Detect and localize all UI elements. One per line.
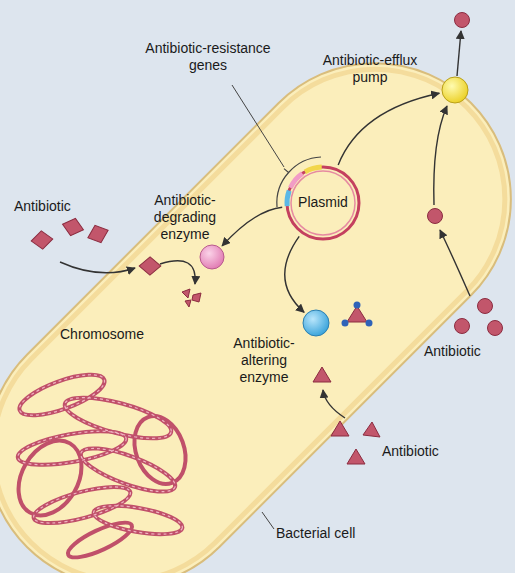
degrading-enzyme-label: Antibiotic-degrading enzyme	[145, 192, 225, 243]
altering-enzyme: Antibiotic-altering enzyme	[302, 309, 330, 337]
plasmid-ring: Plasmid	[283, 163, 363, 243]
antibiotic-circle	[488, 321, 503, 336]
efflux-pump: Antibiotic-efflux pump	[441, 76, 469, 104]
plasmid-ring-label: Plasmid	[283, 194, 363, 211]
resistance-gene	[305, 167, 322, 172]
chromosome-label: Chromosome	[60, 326, 160, 343]
altering-enzyme-body	[303, 310, 329, 336]
efflux-pump-label: Antibiotic-efflux pump	[322, 52, 418, 86]
antibiotic-diamond	[31, 231, 53, 249]
antibiotic-circle	[455, 13, 470, 28]
leader-line	[262, 512, 274, 529]
bacterial-cell-label: Bacterial cell	[276, 525, 386, 542]
resistance-gene	[290, 174, 302, 188]
degrading-enzyme: Antibiotic-degrading enzyme	[199, 244, 225, 270]
degrading-enzyme-outline	[199, 244, 225, 270]
resistance-gene	[287, 191, 289, 206]
antibiotic-circle	[455, 319, 470, 334]
degrading-enzyme-body	[200, 245, 224, 269]
antibiotic-label: Antibiotic	[14, 198, 94, 215]
altering-enzyme-label: Antibiotic-altering enzyme	[224, 335, 304, 386]
efflux-pump-body	[442, 77, 468, 103]
cell-membrane	[0, 7, 515, 573]
antibiotic-triangle	[347, 449, 365, 464]
antibiotic-label: Antibiotic	[382, 443, 462, 460]
antibiotic-diamond	[88, 225, 108, 242]
antibiotic-circle	[478, 299, 493, 314]
antibiotic-diamond	[63, 218, 84, 235]
efflux-pump-outline	[441, 76, 469, 104]
antibiotic-triangle	[363, 422, 380, 437]
gene-label: Antibiotic-resistance genes	[128, 40, 288, 74]
altering-enzyme-outline	[302, 309, 330, 337]
antibiotic-label: Antibiotic	[424, 343, 504, 360]
efflux-arrow	[457, 31, 461, 76]
cell-wall-shading	[0, 15, 515, 573]
